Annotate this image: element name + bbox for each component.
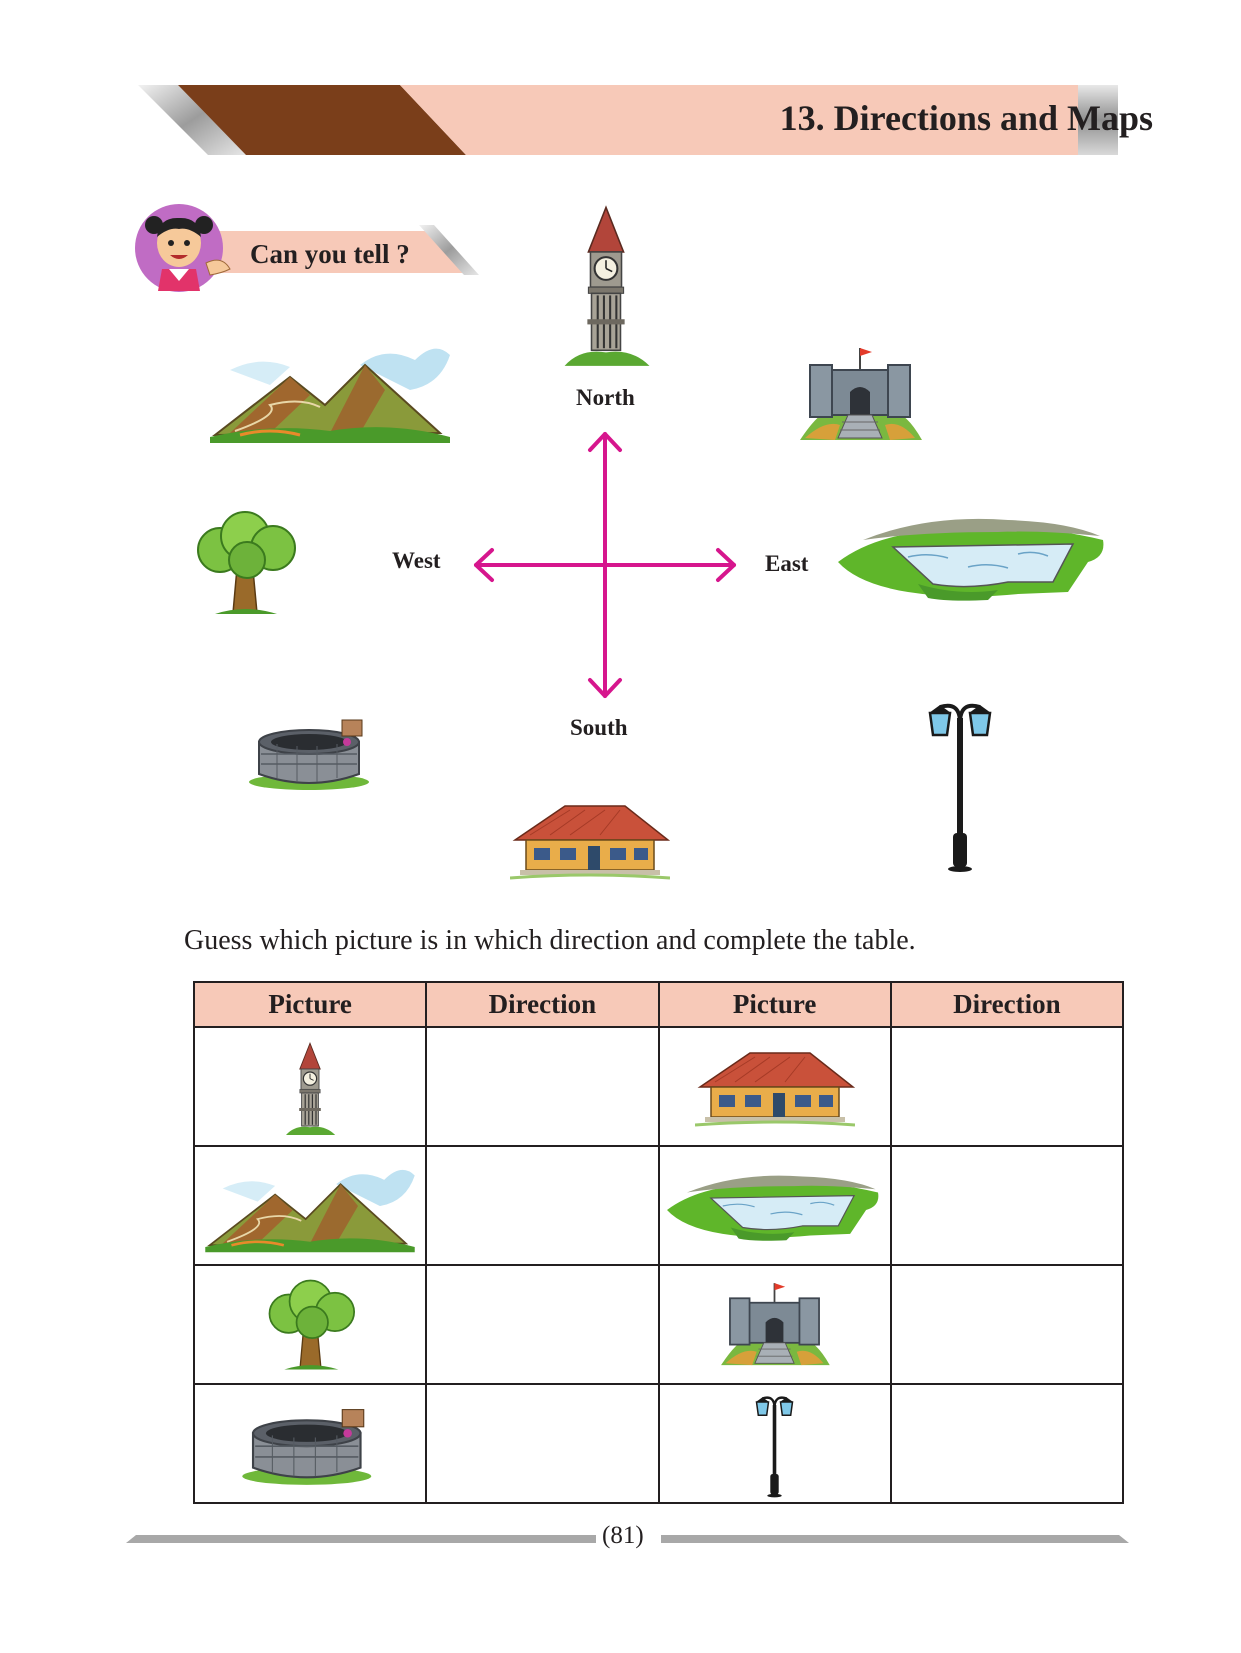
pond-icon xyxy=(838,518,1105,602)
table-header-row: Picture Direction Picture Direction xyxy=(192,981,1125,1028)
picture-cell xyxy=(657,1145,892,1266)
footer-rule-right xyxy=(661,1535,1129,1543)
footer-rule-left xyxy=(126,1535,596,1543)
mountains-icon xyxy=(210,347,450,445)
direction-answer-cell[interactable] xyxy=(889,1145,1125,1266)
can-you-tell-banner xyxy=(134,203,479,293)
direction-answer-cell[interactable] xyxy=(889,1026,1125,1147)
direction-answer-cell[interactable] xyxy=(425,1383,660,1504)
lamp-post-icon xyxy=(754,1394,796,1498)
tree-icon xyxy=(268,1279,355,1370)
picture-cell xyxy=(192,1383,428,1504)
direction-answer-cell[interactable] xyxy=(889,1264,1125,1385)
clock-tower-icon xyxy=(563,206,651,367)
picture-cell xyxy=(657,1026,892,1147)
tree-icon xyxy=(197,511,296,615)
direction-table: Picture Direction Picture Direction xyxy=(192,981,1125,1504)
mountains-icon xyxy=(205,1168,416,1254)
chapter-title: 13. Directions and Maps xyxy=(779,98,1153,138)
picture-cell xyxy=(657,1383,892,1504)
direction-answer-cell[interactable] xyxy=(425,1026,660,1147)
chapter-banner xyxy=(138,85,1118,155)
picture-cell xyxy=(192,1026,428,1147)
header-picture: Picture xyxy=(657,981,892,1028)
north-label: North xyxy=(576,385,635,410)
table-row xyxy=(192,1026,1125,1147)
well-icon xyxy=(241,1408,373,1486)
south-label: South xyxy=(570,715,628,740)
west-label: West xyxy=(392,548,441,573)
clock-tower-icon xyxy=(285,1042,336,1136)
picture-cell xyxy=(657,1264,892,1385)
picture-cell xyxy=(192,1145,428,1266)
pond-icon xyxy=(667,1174,880,1241)
table-row xyxy=(192,1264,1125,1385)
picture-cell xyxy=(192,1264,428,1385)
lamp-post-icon xyxy=(915,693,1005,873)
well-icon xyxy=(248,719,370,791)
direction-answer-cell[interactable] xyxy=(425,1264,660,1385)
house-icon xyxy=(510,804,670,880)
house-icon xyxy=(694,1051,855,1126)
direction-answer-cell[interactable] xyxy=(425,1145,660,1266)
header-picture: Picture xyxy=(192,981,428,1028)
compass-arrows xyxy=(474,432,736,698)
table-row xyxy=(192,1383,1125,1504)
instruction-text: Guess which picture is in which directio… xyxy=(184,925,916,956)
fort-icon xyxy=(720,1281,831,1366)
header-direction: Direction xyxy=(889,981,1125,1028)
header-direction: Direction xyxy=(425,981,660,1028)
east-label: East xyxy=(765,551,809,576)
table-row xyxy=(192,1145,1125,1266)
page-number: (81) xyxy=(602,1522,644,1549)
direction-answer-cell[interactable] xyxy=(889,1383,1125,1504)
fort-icon xyxy=(799,347,923,441)
can-you-tell-label: Can you tell ? xyxy=(250,239,410,269)
